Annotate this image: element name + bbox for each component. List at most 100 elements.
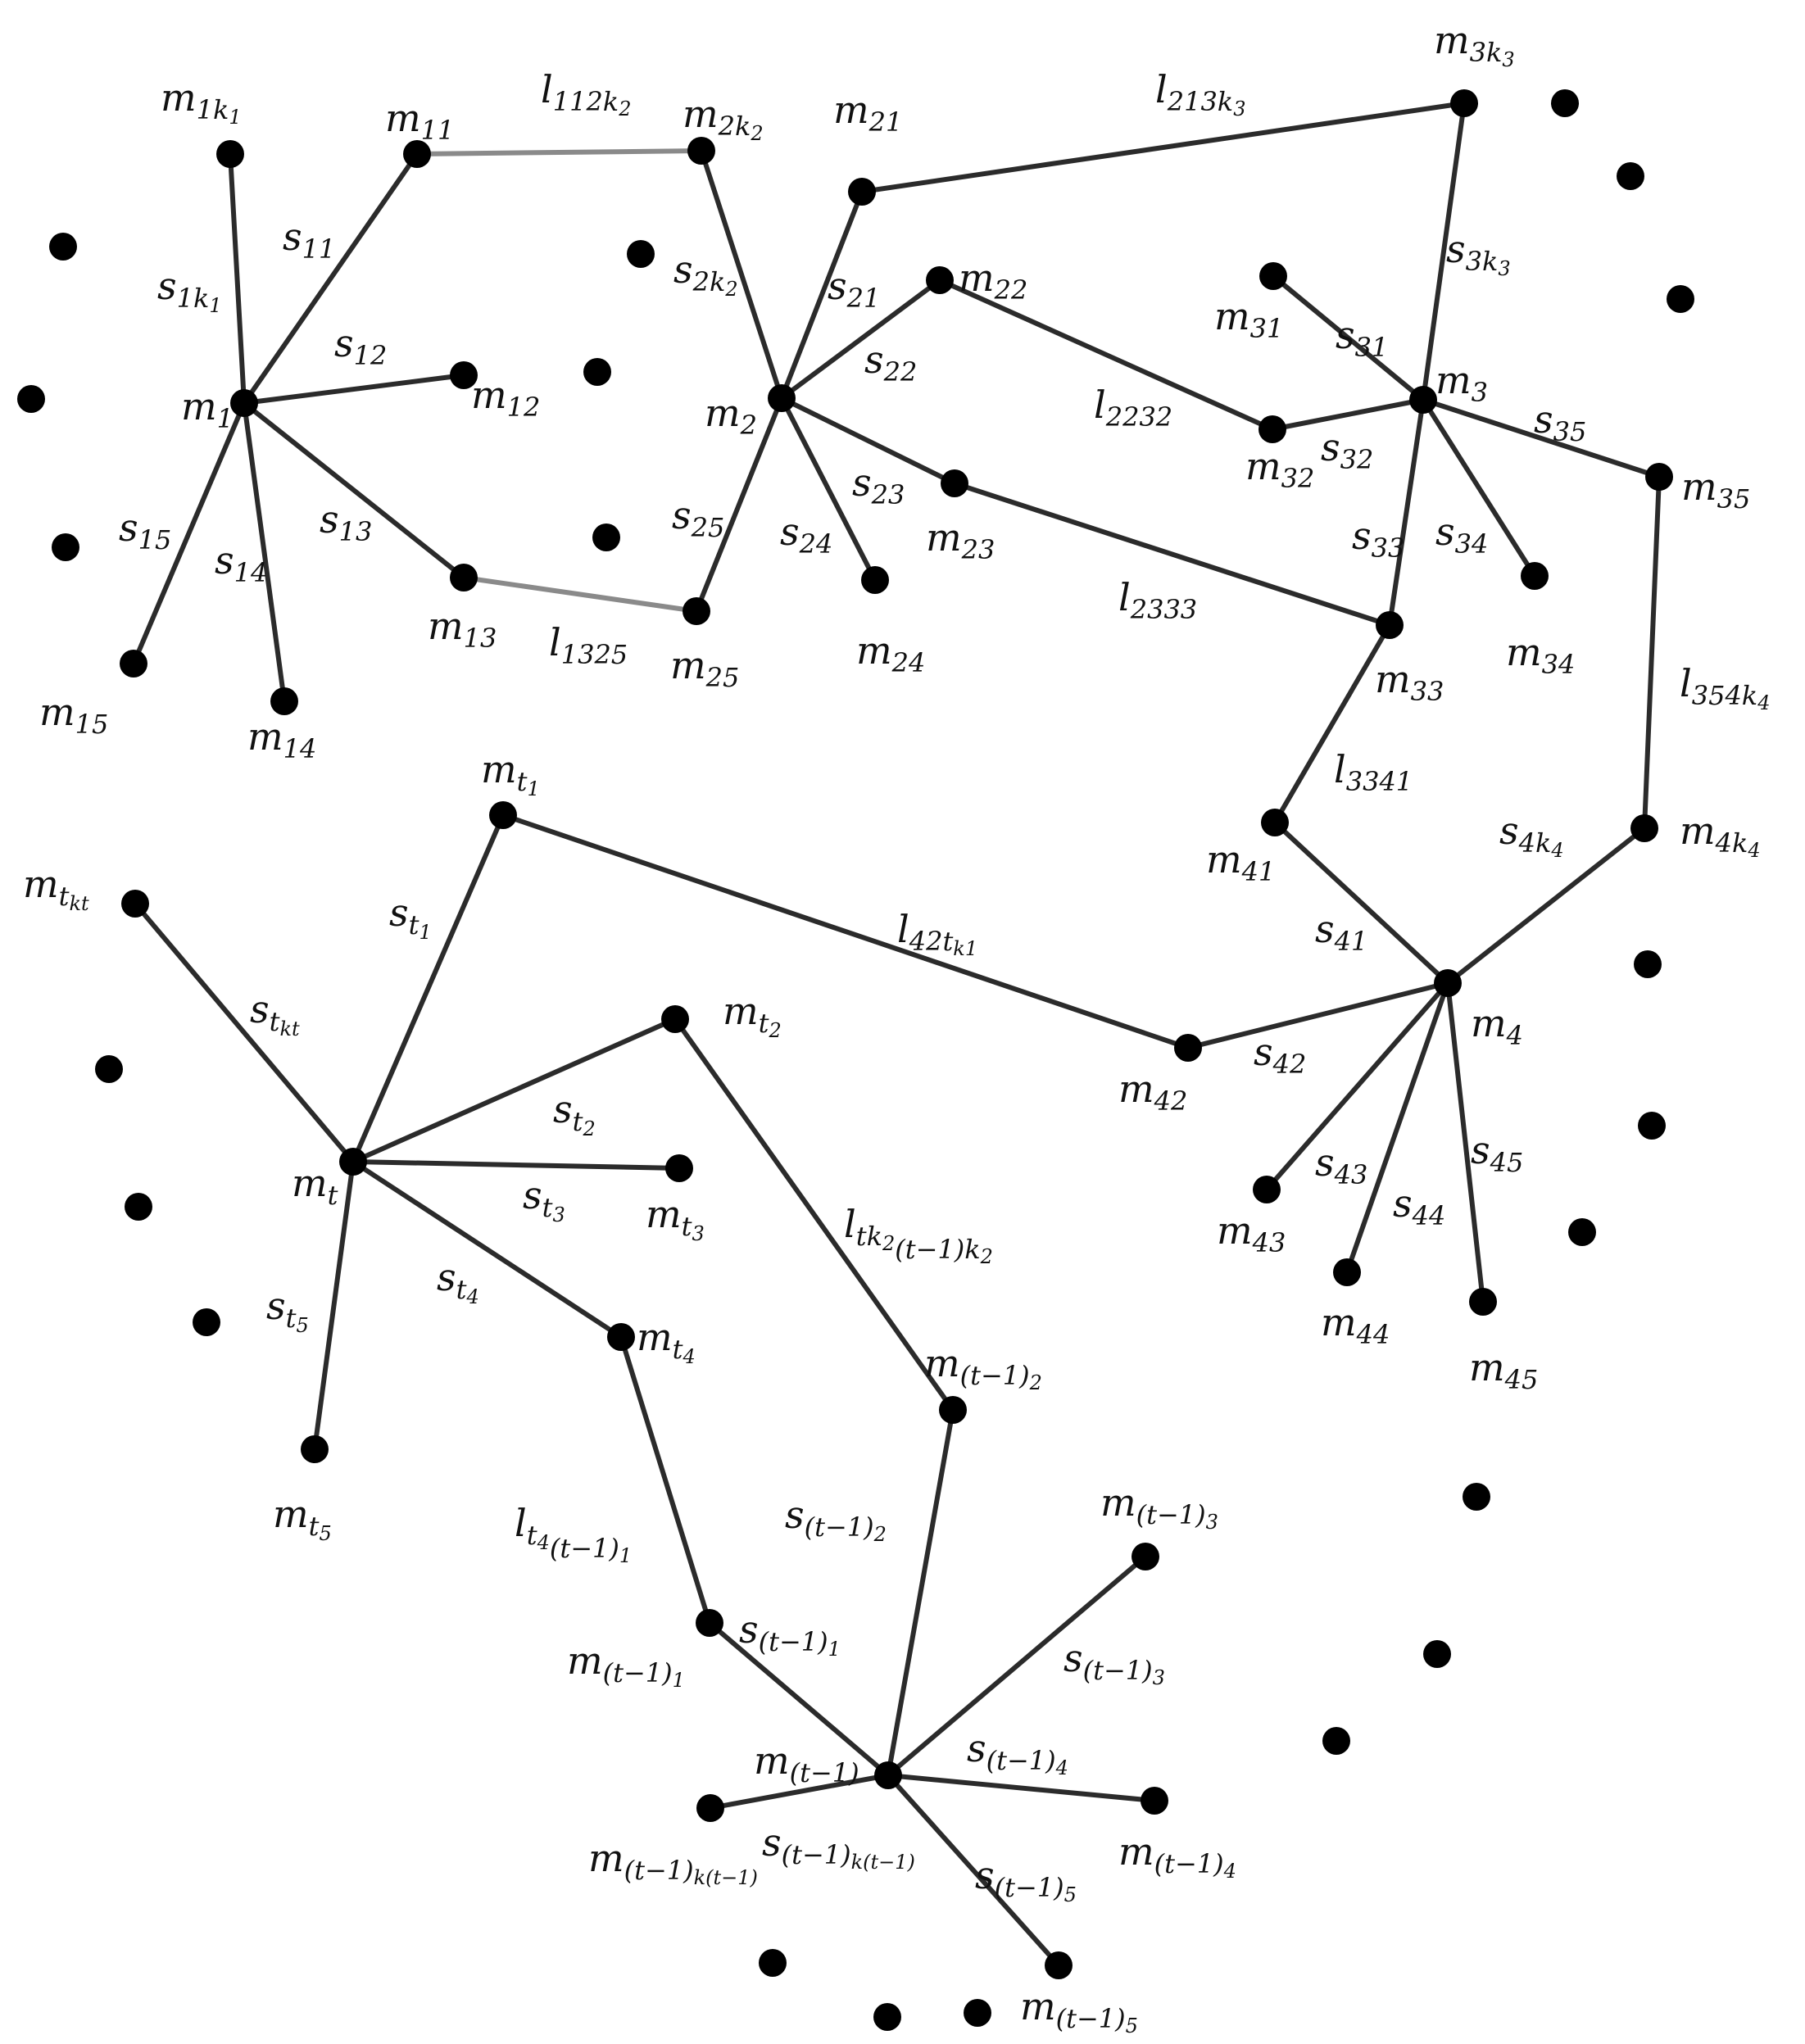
node-label-m22: m22 — [959, 256, 1027, 306]
node-label-m42: m42 — [1118, 1067, 1187, 1117]
edge-m2-m2k2 — [699, 148, 784, 401]
edge-m23-m33 — [952, 481, 1392, 628]
node-m3 — [1409, 386, 1437, 414]
isolated-dot — [1568, 1218, 1596, 1246]
node-label-m34: m34 — [1506, 630, 1575, 680]
node-m1k1 — [216, 140, 244, 168]
node-label-m35: m35 — [1681, 465, 1750, 514]
node-m31 — [1259, 262, 1287, 290]
edge-label-m3-m32: s32 — [1321, 425, 1373, 475]
isolated-dot — [583, 358, 611, 386]
node-mtm1_k — [696, 1794, 724, 1822]
isolated-dot — [1634, 950, 1662, 978]
node-label-m41: m41 — [1206, 837, 1275, 887]
node-m3k3 — [1450, 89, 1478, 117]
edge-label-mt-mtkt: stkt — [250, 987, 300, 1040]
edge-m2-m24 — [779, 396, 878, 582]
edge-label-m3-m34: s34 — [1435, 510, 1488, 560]
edge-m21-m3k3 — [859, 101, 1467, 194]
node-m43 — [1253, 1176, 1281, 1203]
node-label-m23: m23 — [926, 515, 995, 565]
edge-m4-m44 — [1345, 981, 1450, 1275]
node-label-mtm1_3: m(t−1)3 — [1100, 1480, 1218, 1534]
edge-m22-m32 — [937, 278, 1275, 432]
edge-label-mtm1-mtm1_1: s(t−1)1 — [739, 1607, 841, 1661]
node-label-m45: m45 — [1469, 1345, 1538, 1395]
edge-label-m2-m2k2: s2k2 — [673, 247, 738, 301]
isolated-dot — [125, 1193, 152, 1221]
node-mt — [339, 1148, 367, 1176]
node-label-m13: m13 — [428, 604, 497, 654]
edge-label-m33-m41: l3341 — [1334, 747, 1413, 797]
node-label-m14: m14 — [247, 714, 316, 764]
node-m2 — [768, 384, 796, 412]
edge-label-mt-mt3: st3 — [523, 1173, 565, 1226]
edge-label-m2-m25: s25 — [672, 493, 724, 543]
node-m42 — [1174, 1034, 1202, 1062]
edge-label-m13-m25: l1325 — [549, 620, 628, 670]
edge-label-m1-m12: s12 — [334, 321, 387, 371]
isolated-dot — [1551, 89, 1579, 117]
isolated-dot — [52, 533, 79, 561]
node-m34 — [1521, 562, 1549, 590]
edge-m1-m11 — [242, 152, 420, 406]
edge-label-m1-m1k1: s1k1 — [157, 264, 222, 317]
node-m41 — [1261, 809, 1289, 836]
isolated-dot — [759, 1949, 787, 1977]
node-m14 — [270, 687, 298, 715]
edge-label-mtm1-mtm1_3: s(t−1)3 — [1063, 1636, 1165, 1689]
isolated-dot — [627, 240, 655, 268]
edge-mt-mt3 — [351, 1159, 682, 1171]
edge-label-mt4-mtm1_1: lt4(t−1)1 — [515, 1501, 632, 1567]
node-label-m25: m25 — [670, 643, 739, 693]
node-label-mtkt: mtkt — [23, 862, 89, 915]
node-label-m43: m43 — [1217, 1208, 1286, 1258]
edge-label-mt-mt5: st5 — [266, 1284, 309, 1337]
edge-mt-mtkt — [133, 901, 356, 1164]
edge-m2-m23 — [779, 396, 957, 486]
isolated-dot — [873, 2003, 901, 2031]
node-m21 — [848, 178, 876, 206]
node-m15 — [120, 650, 147, 678]
node-label-m21: m21 — [833, 88, 902, 138]
isolated-dot — [1322, 1727, 1350, 1755]
node-label-mt1: mt1 — [481, 747, 540, 800]
node-mtm1_4 — [1141, 1787, 1168, 1815]
node-label-m1k1: m1k1 — [161, 75, 242, 129]
node-label-mt4: mt4 — [637, 1315, 696, 1368]
edge-mtm1-mtm1_1 — [707, 1620, 891, 1778]
edge-label-m1-m13: s13 — [320, 497, 372, 547]
node-label-m11: m11 — [385, 96, 454, 146]
node-m2k2 — [687, 137, 715, 165]
edge-m11-m2k2 — [415, 148, 704, 156]
edge-label-m2-m24: s24 — [780, 510, 832, 560]
node-label-mtm1_5: m(t−1)5 — [1020, 1984, 1138, 2037]
edge-label-mt1-m42: l42tk1 — [897, 907, 977, 960]
edge-m2-m22 — [779, 278, 942, 401]
edge-m1-m1k1 — [228, 152, 247, 406]
node-label-mtm1: m(t−1) — [754, 1738, 859, 1788]
edge-m4-m41 — [1272, 820, 1450, 986]
edge-m1-m15 — [131, 401, 247, 666]
edge-label-mt-mt1: st1 — [389, 891, 432, 944]
edge-label-m23-m33: l2333 — [1118, 575, 1197, 625]
edge-label-m4-m4k4: s4k4 — [1499, 809, 1564, 862]
edge-label-mtm1-mtm1_2: s(t−1)2 — [785, 1493, 887, 1546]
node-mt3 — [665, 1154, 693, 1182]
edge-m4-m42 — [1186, 981, 1450, 1050]
edge-m2-m21 — [779, 189, 864, 401]
edge-m33-m41 — [1272, 623, 1392, 825]
isolated-dot — [592, 523, 620, 551]
edge-label-m1-m11: s11 — [283, 215, 335, 265]
edge-mt-mt5 — [312, 1159, 356, 1452]
node-label-m32: m32 — [1245, 444, 1314, 494]
node-m4 — [1434, 969, 1462, 997]
edge-m4-m45 — [1445, 981, 1485, 1304]
node-label-mt2: mt2 — [723, 989, 782, 1042]
isolated-dot — [1617, 162, 1644, 190]
node-label-m31: m31 — [1214, 294, 1283, 344]
edge-m1-m14 — [242, 401, 287, 704]
edge-label-m11-m2k2: l112k2 — [541, 67, 631, 120]
node-label-m24: m24 — [856, 628, 925, 678]
edge-mt-mt4 — [351, 1159, 624, 1339]
